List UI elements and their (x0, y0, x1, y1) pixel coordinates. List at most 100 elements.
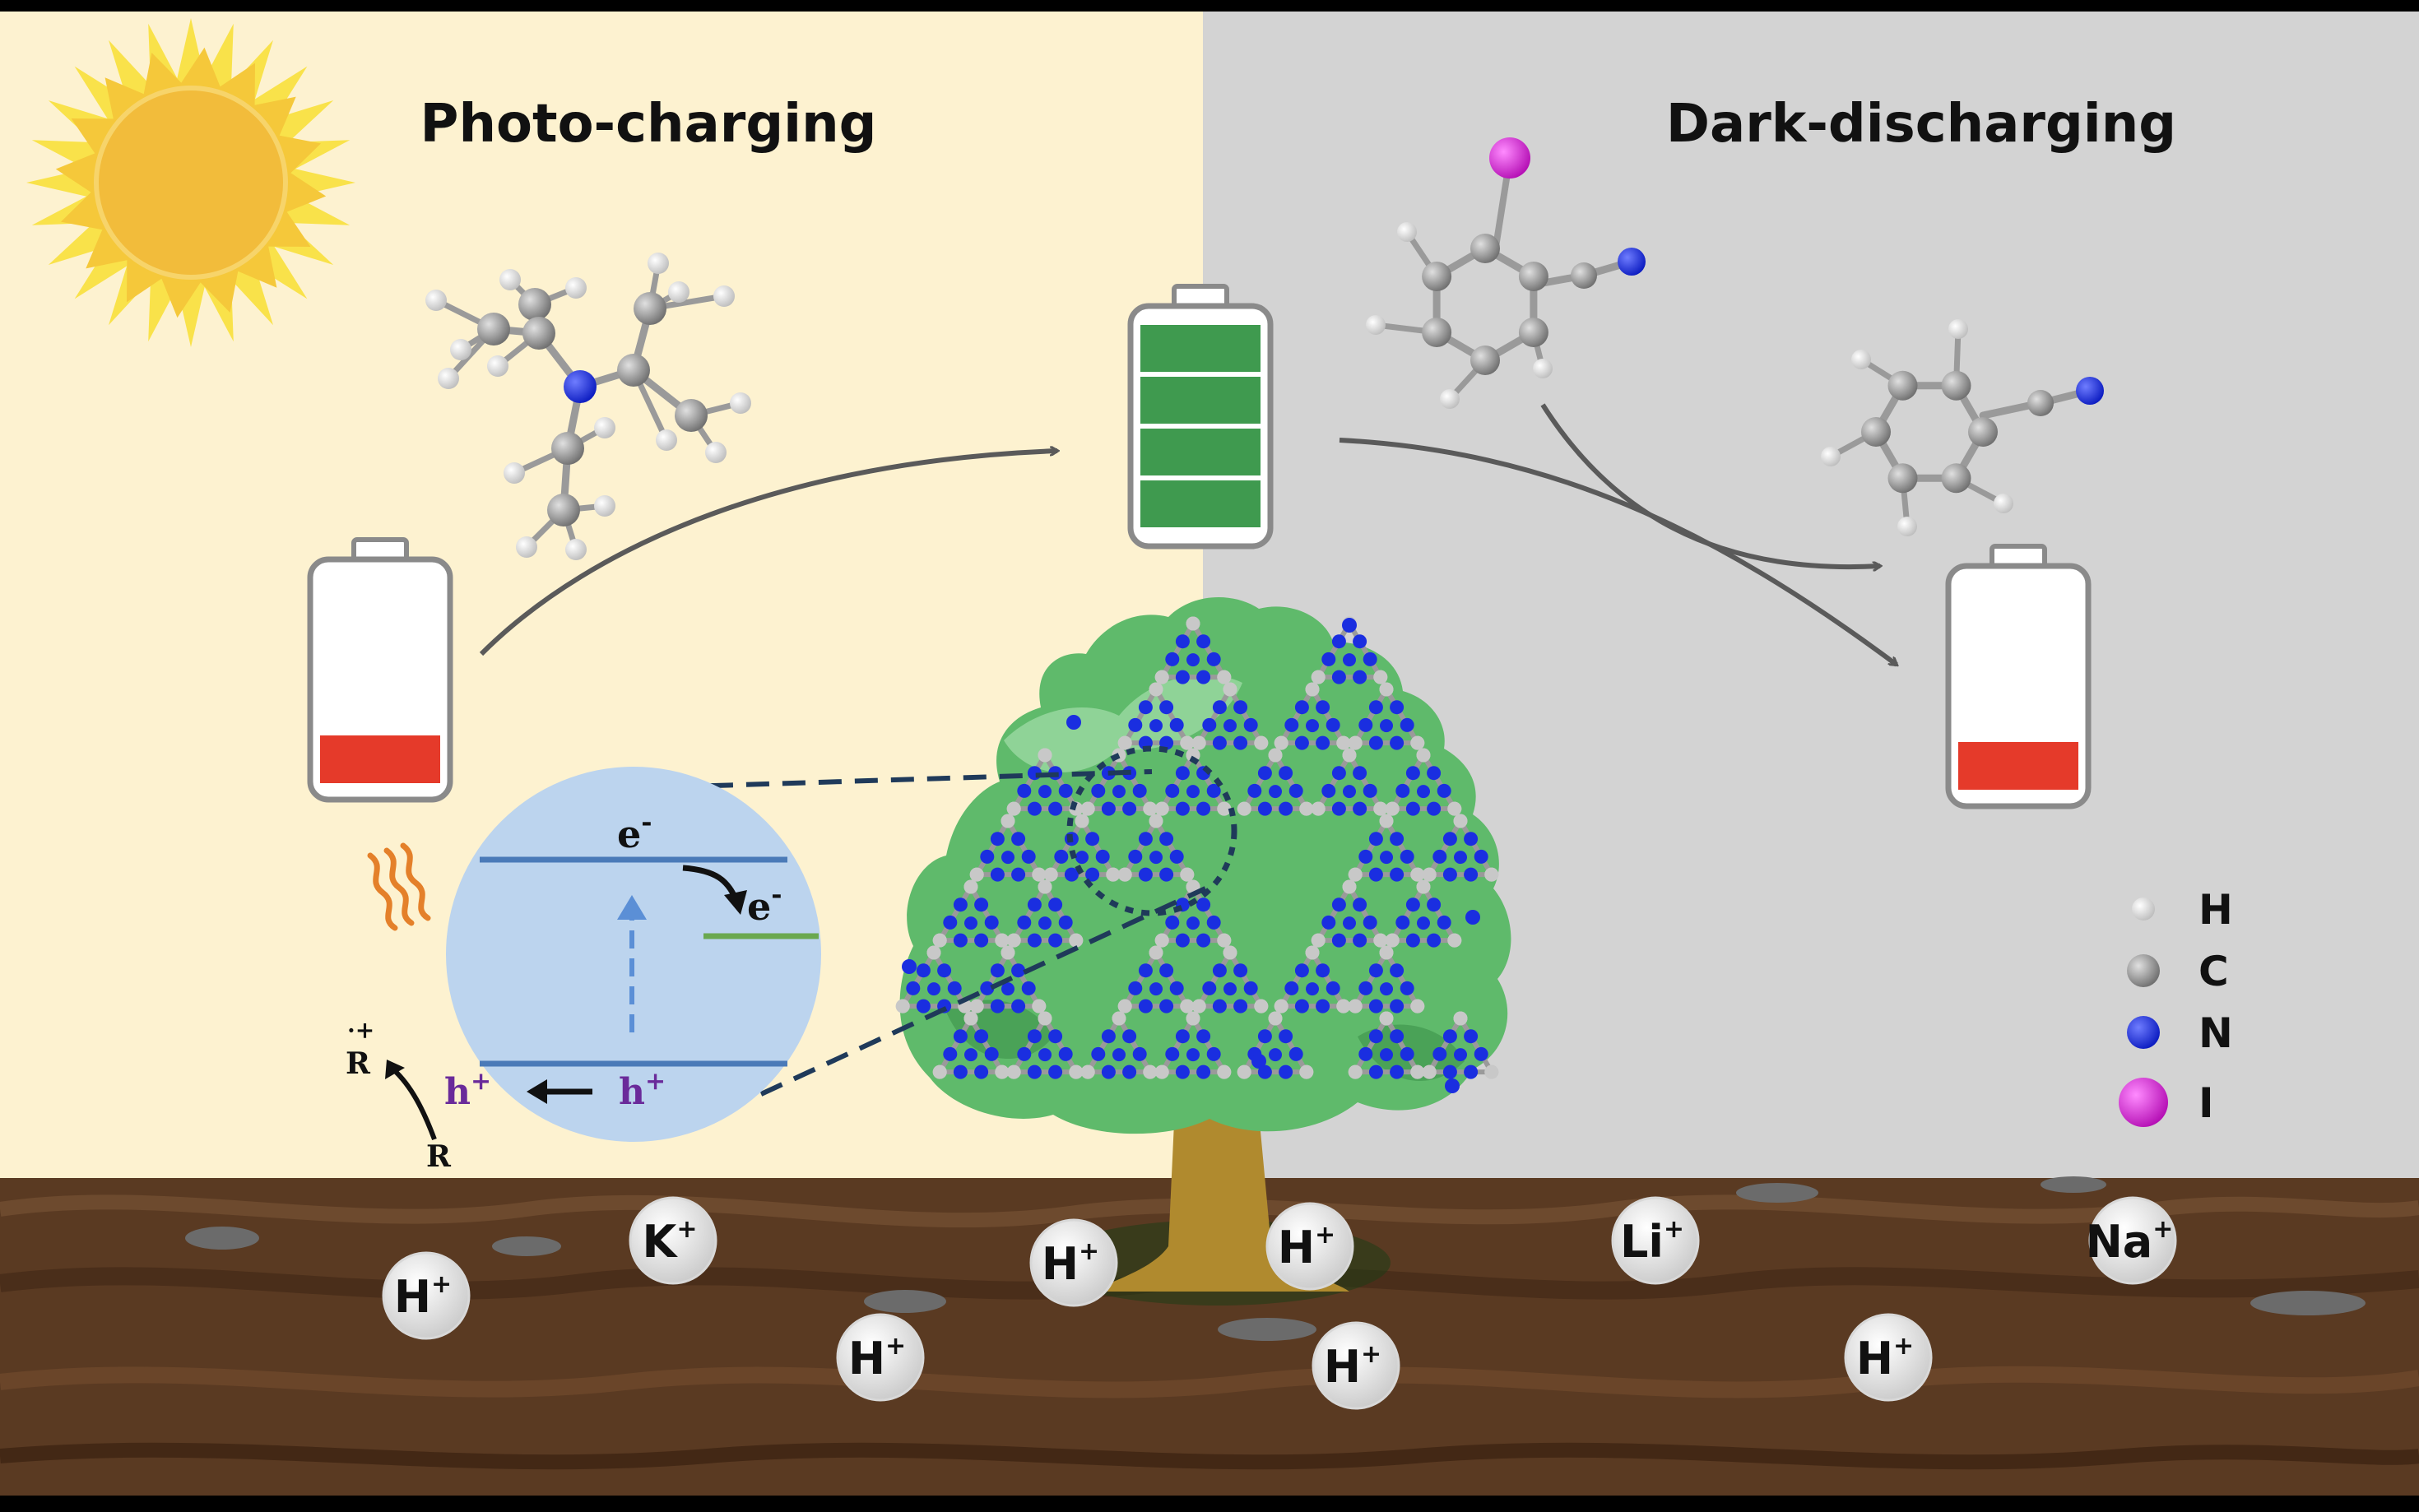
network-atom (1331, 933, 1346, 948)
atom-C (1470, 234, 1500, 263)
network-atom (1112, 1011, 1126, 1026)
network-atom (1159, 963, 1174, 978)
atom-C (1861, 417, 1891, 447)
network-atom (1243, 981, 1258, 995)
network-atom (1422, 867, 1437, 882)
network-atom (1132, 1046, 1147, 1061)
network-atom (974, 1064, 989, 1079)
network-atom (1284, 981, 1299, 995)
network-atom (1196, 670, 1211, 684)
network-atom (1048, 897, 1063, 912)
atom-N (2076, 377, 2104, 405)
network-atom (1154, 933, 1169, 948)
network-atom (995, 933, 1010, 948)
network-atom (1101, 801, 1116, 816)
network-atom (990, 999, 1005, 1013)
battery-cell (1140, 325, 1261, 372)
network-atom (1385, 933, 1400, 948)
ions-group: H+K+H+H+H+H+Li+H+Na+ (382, 1196, 2177, 1410)
network-atom (1011, 999, 1026, 1013)
charging-arrow (479, 451, 1057, 656)
network-atom (953, 1064, 968, 1079)
ion-h-0: H+ (382, 1251, 471, 1340)
network-atom (1128, 981, 1143, 995)
network-atom (1191, 735, 1206, 750)
network-atom (1288, 783, 1303, 798)
network-atom (1206, 783, 1221, 798)
network-atom (1169, 717, 1184, 732)
network-atom (937, 963, 952, 978)
electron-label-trap: e- (747, 879, 782, 929)
atom-H (565, 277, 587, 299)
atom-C (1941, 370, 1971, 401)
network-atom (1080, 801, 1095, 816)
network-atom (1331, 634, 1346, 649)
network-atom (1175, 933, 1190, 948)
legend-label: H (2198, 886, 2233, 934)
network-atom (1154, 670, 1169, 684)
atom-C (617, 354, 650, 387)
atom-C (1422, 318, 1452, 347)
atom-H (648, 253, 669, 274)
ion-h-3: H+ (1029, 1218, 1118, 1307)
oxidation-arrow (391, 1067, 437, 1141)
radical-cation-label: R (346, 1046, 371, 1081)
ion-na-8: Na+ (2086, 1196, 2177, 1285)
network-atom (1368, 700, 1383, 715)
network-atom (1348, 1064, 1363, 1079)
atom-C (2127, 954, 2160, 987)
network-atom (1257, 1029, 1272, 1044)
legend-item-i: I (2119, 1078, 2214, 1127)
network-atom (1165, 1046, 1180, 1061)
ion-label: Na+ (2086, 1215, 2174, 1268)
network-atom (969, 999, 984, 1013)
ion-label: H+ (394, 1270, 452, 1323)
network-atom (1038, 879, 1052, 894)
battery-level (320, 735, 440, 783)
amine-molecule (425, 253, 751, 560)
network-atom (1268, 748, 1283, 763)
network-atom (1405, 766, 1420, 781)
network-atom (1186, 1011, 1200, 1026)
network-atom (984, 1046, 999, 1061)
atom-C (2027, 390, 2054, 416)
atom-H (656, 429, 677, 451)
network-atom (1138, 999, 1153, 1013)
network-atom (995, 1064, 1010, 1079)
atom-H (1821, 447, 1841, 466)
atom-N (2127, 1016, 2160, 1049)
network-atom (1400, 981, 1414, 995)
atom-C (675, 399, 708, 432)
network-atom (1095, 849, 1110, 864)
network-atom (1233, 963, 1248, 978)
network-atom (1117, 735, 1132, 750)
atom-N (1618, 248, 1646, 276)
network-atom (1427, 766, 1442, 781)
network-atom (1331, 897, 1346, 912)
network-atom (1027, 933, 1042, 948)
network-atom (1058, 1046, 1073, 1061)
network-atom (1106, 867, 1121, 882)
network-atom (1196, 634, 1211, 649)
atom-C (1887, 463, 1918, 494)
network-atom (926, 945, 941, 960)
network-atom (1011, 867, 1026, 882)
network-atom (1038, 748, 1052, 763)
network-atom (1405, 897, 1420, 912)
network-atom (1432, 849, 1447, 864)
network-atom (1316, 735, 1330, 750)
network-atom (1257, 1064, 1272, 1079)
network-atom (1474, 849, 1488, 864)
network-atom (1011, 963, 1026, 978)
network-atom (1274, 999, 1288, 1013)
network-atom (1027, 1064, 1042, 1079)
network-atom (1058, 915, 1073, 930)
network-atom (1128, 849, 1143, 864)
network-atom (1373, 670, 1388, 684)
network-atom (1484, 1064, 1499, 1079)
network-atom (1169, 849, 1184, 864)
network-atom (1101, 1064, 1116, 1079)
network-atom (1159, 700, 1174, 715)
network-atom (1410, 999, 1425, 1013)
network-atom (1342, 879, 1357, 894)
